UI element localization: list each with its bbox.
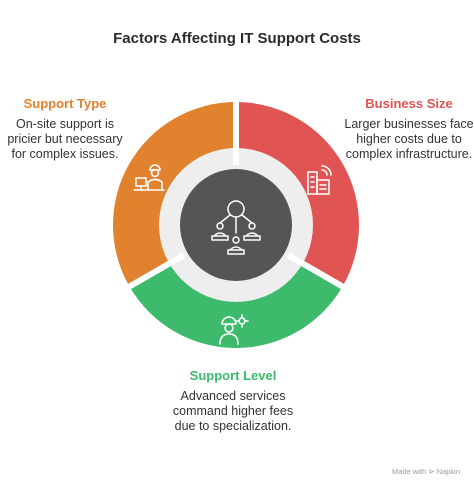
support-level-block: Support Level Advanced services command …	[168, 368, 298, 434]
business-size-description: Larger businesses face higher costs due …	[344, 117, 474, 161]
separator-right	[286, 252, 346, 291]
technician-workstation-icon	[133, 164, 165, 191]
office-building-signal-icon	[307, 165, 332, 195]
business-size-heading: Business Size	[365, 96, 453, 111]
separator-left	[126, 252, 186, 291]
support-type-heading: Support Type	[23, 96, 107, 111]
hierarchy-network-icon	[211, 200, 261, 255]
support-type-description: On-site support is pricier but necessary…	[7, 117, 123, 161]
segment-separators	[126, 100, 346, 291]
diagram-title: Factors Affecting IT Support Costs	[113, 30, 361, 47]
napkin-watermark: Made with ⋗ Napkin	[392, 467, 460, 476]
support-level-heading: Support Level	[189, 368, 277, 383]
engineer-gear-icon	[219, 314, 249, 345]
business-size-block: Business Size Larger businesses face hig…	[344, 96, 474, 162]
support-level-description: Advanced services command higher fees du…	[172, 389, 294, 433]
support-type-block: Support Type On-site support is pricier …	[0, 96, 130, 162]
